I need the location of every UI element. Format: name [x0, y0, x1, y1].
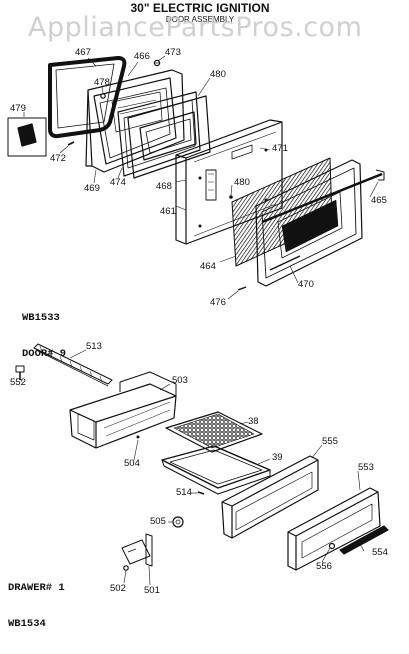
callout-468: 468: [156, 181, 172, 192]
door-liner: [85, 69, 185, 173]
callout-505: 505: [150, 516, 166, 527]
broiler-grid: [165, 411, 263, 453]
drawer-trim: [339, 525, 389, 555]
callout-469: 469: [84, 183, 100, 194]
callout-466: 466: [134, 51, 150, 62]
callout-503: 503: [172, 375, 188, 386]
door-rod: [261, 169, 385, 224]
drawer-note: DRAWER# 1 WB1534: [8, 558, 65, 654]
callout-513: 513: [86, 341, 102, 352]
drawer-leader-lines: [19, 349, 365, 586]
door-part-number: WB1533: [22, 312, 60, 324]
callout-555: 555: [322, 436, 338, 447]
door-note: WB1533 DOOR# 9: [22, 288, 66, 384]
callout-473: 473: [165, 47, 181, 58]
callout-465: 465: [371, 195, 387, 206]
drawer-outer-panel: [287, 487, 381, 571]
drawer-number: DRAWER# 1: [8, 582, 65, 594]
callout-554: 554: [372, 547, 388, 558]
door-leader-lines: [23, 55, 379, 300]
door-number: DOOR# 9: [22, 348, 67, 360]
drawer-front-panel: [221, 455, 319, 539]
callout-504: 504: [124, 458, 140, 469]
drawer-body: [69, 371, 177, 449]
callout-480b: 480: [234, 177, 250, 188]
door-glass-frame: [117, 91, 201, 177]
drawer-part-number: WB1534: [8, 618, 46, 630]
door-hardware: [67, 59, 247, 291]
callout-556: 556: [316, 561, 332, 572]
callout-478: 478: [94, 77, 110, 88]
watermark: AppliancePartsPros.com: [28, 12, 363, 43]
door-back-frame: [255, 159, 363, 287]
part-479-detail: [7, 117, 47, 157]
callout-471: 471: [272, 143, 288, 154]
callout-501: 501: [144, 585, 160, 596]
door-inner-panel: [127, 95, 211, 179]
line-art: [7, 55, 389, 586]
callout-502: 502: [110, 583, 126, 594]
drawer-bracket: [121, 533, 153, 571]
door-gasket: [48, 56, 127, 139]
callout-467: 467: [75, 47, 91, 58]
callout-476: 476: [210, 297, 226, 308]
callout-552: 552: [10, 377, 26, 388]
callout-479: 479: [10, 103, 26, 114]
callout-480a: 480: [210, 69, 226, 80]
parts-diagram: 30" ELECTRIC IGNITION DOOR ASSEMBLY Appl…: [7, 1, 389, 630]
callout-39: 39: [272, 452, 283, 463]
broiler-pan: [161, 445, 271, 495]
callout-461: 461: [160, 206, 176, 217]
callout-474: 474: [110, 177, 126, 188]
callout-464: 464: [200, 261, 216, 272]
callout-38: 38: [248, 416, 259, 427]
drawer-rail: [33, 343, 113, 387]
callout-470: 470: [298, 279, 314, 290]
panel-screw: [328, 542, 336, 550]
callout-472: 472: [50, 153, 66, 164]
diagram-subtitle: DOOR ASSEMBLY: [165, 15, 235, 24]
callout-514: 514: [176, 487, 192, 498]
callout-553: 553: [358, 462, 374, 473]
diagram-title: 30" ELECTRIC IGNITION: [130, 1, 270, 15]
